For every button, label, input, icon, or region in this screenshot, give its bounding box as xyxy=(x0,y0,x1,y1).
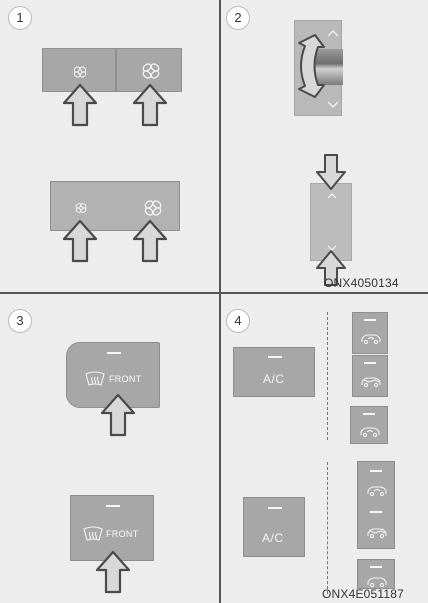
front-defrost-icon xyxy=(85,371,105,386)
front-defrost-button[interactable]: FRONT xyxy=(66,342,160,408)
air-intake-button-2[interactable] xyxy=(357,559,395,589)
press-arrow-icon xyxy=(62,219,98,263)
air-recirculation-icon xyxy=(360,427,380,438)
fresh-air-button[interactable] xyxy=(352,355,388,397)
air-recirculation-icon xyxy=(367,577,387,588)
recirculation-button[interactable] xyxy=(352,312,388,354)
figure-code: ONX4E051187 xyxy=(322,587,405,601)
press-arrow-icon xyxy=(62,83,98,127)
indicator-light xyxy=(364,362,376,364)
indicator-light xyxy=(370,511,382,513)
dial-wheel xyxy=(313,49,343,85)
front-label: FRONT xyxy=(109,374,142,384)
dashed-separator xyxy=(327,312,328,440)
indicator-light xyxy=(106,505,120,507)
chevron-up-icon xyxy=(327,193,337,199)
fan-high-icon xyxy=(144,200,162,216)
press-arrow-icon xyxy=(132,83,168,127)
press-arrow-icon xyxy=(316,250,346,286)
indicator-light xyxy=(268,507,282,509)
indicator-light xyxy=(370,566,382,568)
ac-button-2[interactable]: A/C xyxy=(243,497,305,557)
panel-number-3: 3 xyxy=(8,309,32,333)
indicator-light xyxy=(268,356,282,358)
fan-high-icon xyxy=(142,63,160,79)
vertical-divider xyxy=(219,0,221,603)
fan-low-icon xyxy=(75,203,87,213)
front-label: FRONT xyxy=(106,529,139,539)
chevron-up-icon xyxy=(327,30,339,37)
panel-number-1: 1 xyxy=(8,6,32,30)
ac-button[interactable]: A/C xyxy=(233,347,315,397)
indicator-light xyxy=(370,470,382,472)
indicator-light xyxy=(363,413,375,415)
figure-code: ONX4050134 xyxy=(324,276,399,290)
fan-speed-bar[interactable] xyxy=(50,181,180,231)
chevron-down-icon xyxy=(327,245,337,251)
press-arrow-icon xyxy=(132,219,168,263)
press-arrow-icon xyxy=(100,393,136,437)
press-arrow-icon xyxy=(316,154,346,190)
indicator-light xyxy=(364,319,376,321)
horizontal-divider xyxy=(0,292,428,294)
air-recirculation-icon xyxy=(361,334,381,345)
press-arrow-icon xyxy=(95,550,131,594)
air-recirculation-icon xyxy=(361,377,381,388)
indicator-light xyxy=(107,352,121,354)
ac-label: A/C xyxy=(262,531,284,545)
panel-number-2: 2 xyxy=(226,6,250,30)
panel-number-4: 4 xyxy=(226,309,250,333)
chevron-down-icon xyxy=(327,101,339,108)
rotate-arrow-icon xyxy=(298,34,325,98)
air-recirculation-icon xyxy=(367,486,387,497)
dashed-separator xyxy=(327,462,328,594)
ac-label: A/C xyxy=(263,372,285,386)
air-intake-stack[interactable] xyxy=(357,461,395,549)
air-recirculation-icon xyxy=(367,528,387,539)
front-defrost-icon xyxy=(83,526,103,541)
air-intake-button[interactable] xyxy=(350,406,388,444)
fan-low-icon xyxy=(73,66,87,78)
